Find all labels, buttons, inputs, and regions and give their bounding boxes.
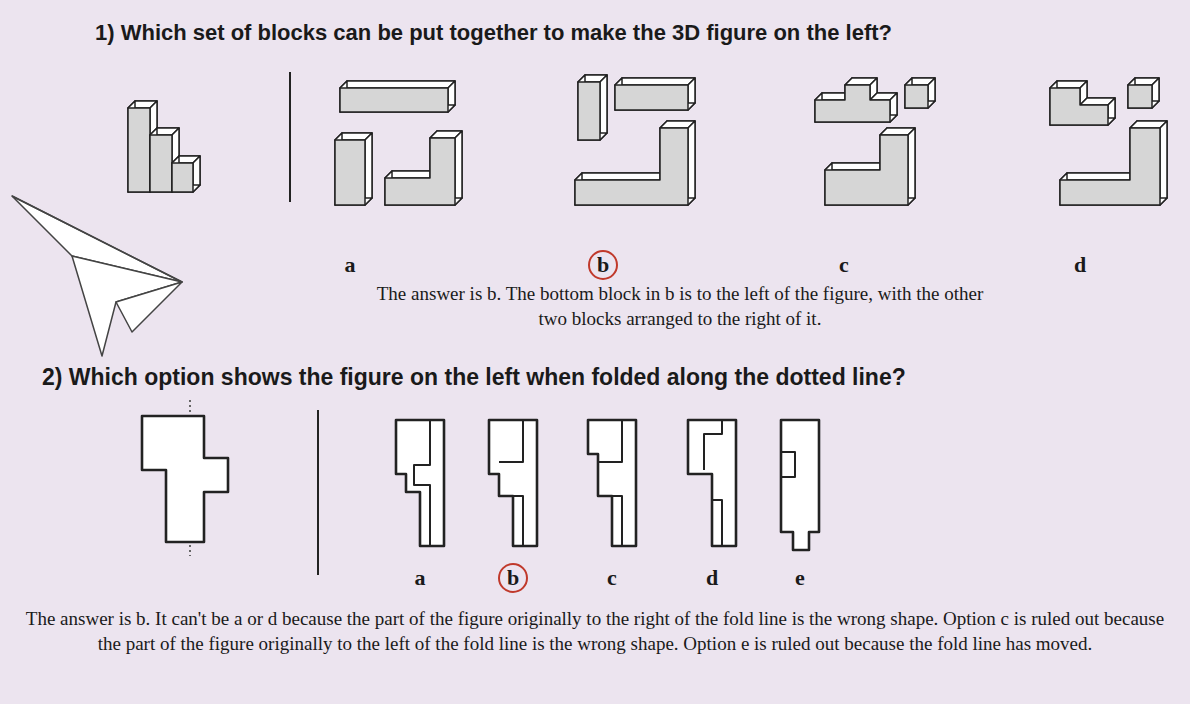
option-letter: a [405,563,435,593]
question-heading: 1) Which set of blocks can be put togeth… [95,20,892,46]
divider-line [317,410,319,575]
answer-circle [499,564,527,592]
fold-shape [688,420,736,546]
question-heading: 2) Which option shows the figure on the … [42,364,906,391]
block [615,78,695,110]
option-letter: c [597,563,627,593]
block [815,78,897,122]
answer-explanation: The answer is b. It can't be a or d beca… [20,606,1170,656]
block [575,121,695,205]
answer-explanation: The answer is b. The bottom block in b i… [370,281,990,331]
divider-line [289,72,291,202]
block [1060,121,1167,205]
paper-plane [12,196,182,356]
block [578,75,607,140]
option-letter: b [588,250,618,280]
fold-shape [396,420,444,546]
block [340,81,455,112]
option-letter: e [785,563,815,593]
fold-shape [489,420,537,546]
fold-shape [142,416,228,542]
fold-figures [142,416,819,550]
block [905,78,935,108]
block [825,128,915,205]
answer-circle [589,251,617,279]
block [1050,81,1115,125]
block [385,131,462,205]
option-letter: d [1065,250,1095,280]
block [1128,78,1159,108]
block [172,156,200,192]
fold-shape [781,420,819,550]
option-letter: a [335,250,365,280]
fold-shape [588,420,636,546]
option-letter: b [498,563,528,593]
option-letter: d [697,563,727,593]
block [335,133,372,205]
option-letter: c [829,250,859,280]
block-figures [128,75,1167,205]
